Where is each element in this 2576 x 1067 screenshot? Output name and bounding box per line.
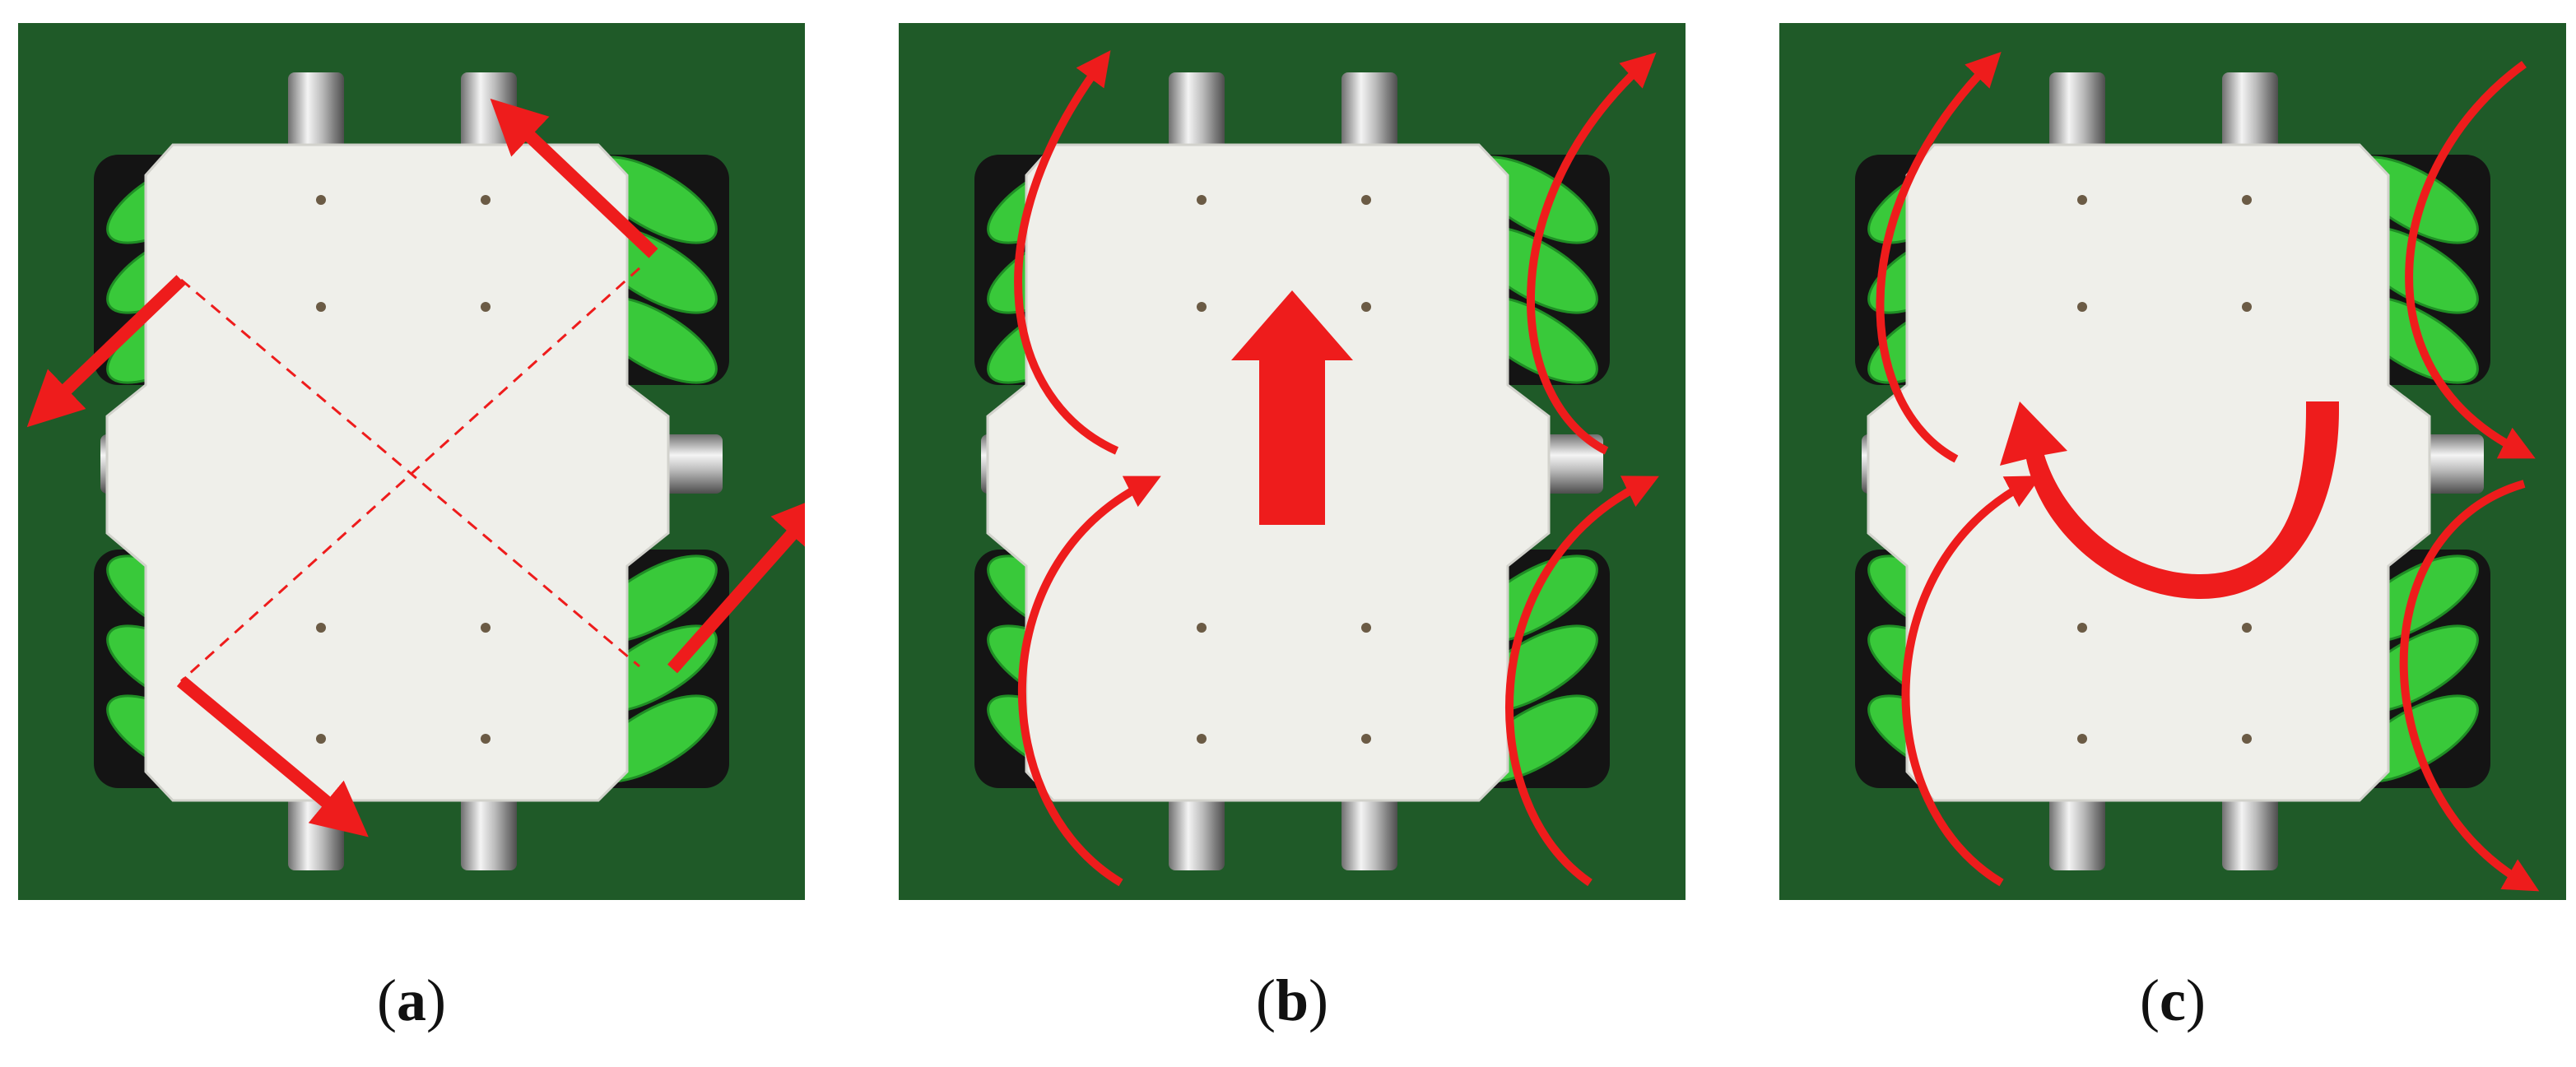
omni-wheel-robot <box>1853 71 2492 872</box>
arrow-bottom-left <box>176 675 369 837</box>
panel-c <box>1779 23 2566 900</box>
panel-b <box>899 23 1686 900</box>
caption-b: (b) <box>1255 967 1328 1033</box>
photo-b <box>899 23 1686 900</box>
arrow-bottom-right <box>667 493 805 674</box>
curve-arrow-right-top <box>2405 60 2536 459</box>
curve-arrow-right-bottom <box>2399 480 2540 892</box>
forward-arrow <box>1231 290 1353 525</box>
arrow-top-left <box>26 275 186 428</box>
omni-wheel-robot <box>92 71 731 872</box>
arrow-top-right <box>490 98 658 258</box>
curve-arrow-left-bottom <box>1901 476 2042 887</box>
caption-a: (a) <box>377 967 446 1033</box>
panel-a <box>18 23 805 900</box>
caption-c: (c) <box>2140 967 2206 1033</box>
curve-arrow-right-bottom <box>1505 476 1659 887</box>
rotation-arrow <box>2000 401 2339 599</box>
diagonal-lines <box>179 267 641 683</box>
photo-c <box>1779 23 2566 900</box>
curve-arrow-left-bottom <box>1017 476 1161 887</box>
curve-arrow-left-top <box>1014 50 1119 455</box>
curve-arrow-right-top <box>1527 52 1657 455</box>
photo-a <box>18 23 805 900</box>
curve-arrow-left-top <box>1876 51 2002 463</box>
